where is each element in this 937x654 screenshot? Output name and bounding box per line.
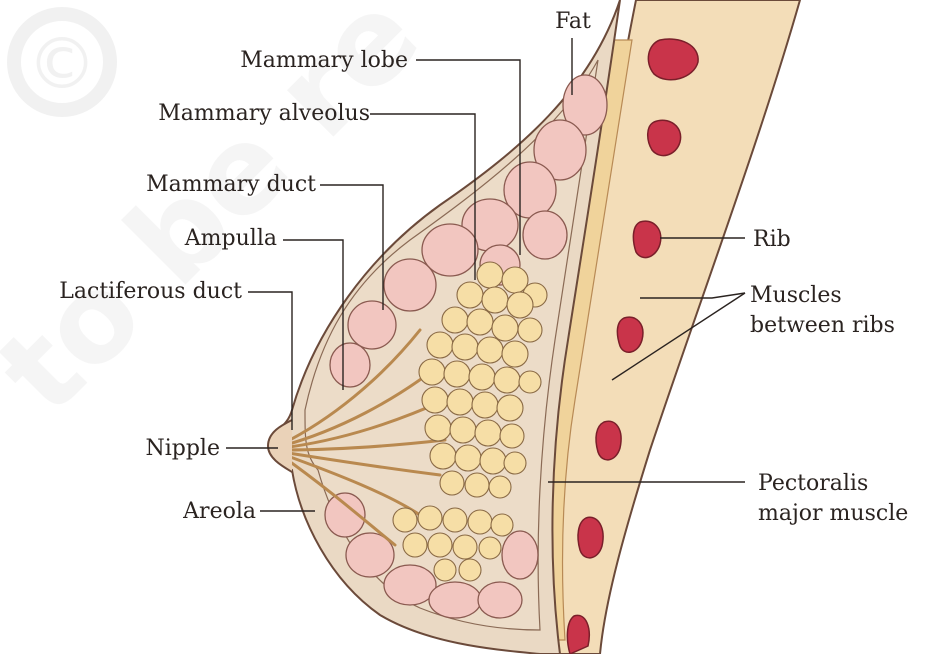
fat-lobules	[324, 74, 608, 619]
label-rib: Rib	[753, 227, 791, 252]
label-lactiferous-duct: Lactiferous duct	[59, 279, 242, 304]
label-mammary-alveolus: Mammary alveolus	[158, 101, 370, 126]
watermark-symbol: ©	[27, 23, 97, 105]
leader-lines	[226, 38, 746, 512]
label-nipple: Nipple	[145, 436, 220, 461]
label-areola: Areola	[182, 499, 256, 524]
label-muscles-line1: Muscles	[750, 283, 842, 308]
label-fat: Fat	[555, 9, 591, 34]
nipple-shape	[266, 419, 293, 473]
label-ampulla: Ampulla	[184, 226, 277, 251]
ribs	[566, 38, 699, 654]
label-pectoralis-line1: Pectoralis	[758, 471, 868, 496]
alveoli-cluster	[392, 261, 548, 582]
label-pectoralis-line2: major muscle	[758, 501, 908, 526]
label-mammary-lobe: Mammary lobe	[240, 48, 408, 73]
label-mammary-duct: Mammary duct	[146, 172, 316, 197]
label-muscles-line2: between ribs	[750, 313, 895, 338]
